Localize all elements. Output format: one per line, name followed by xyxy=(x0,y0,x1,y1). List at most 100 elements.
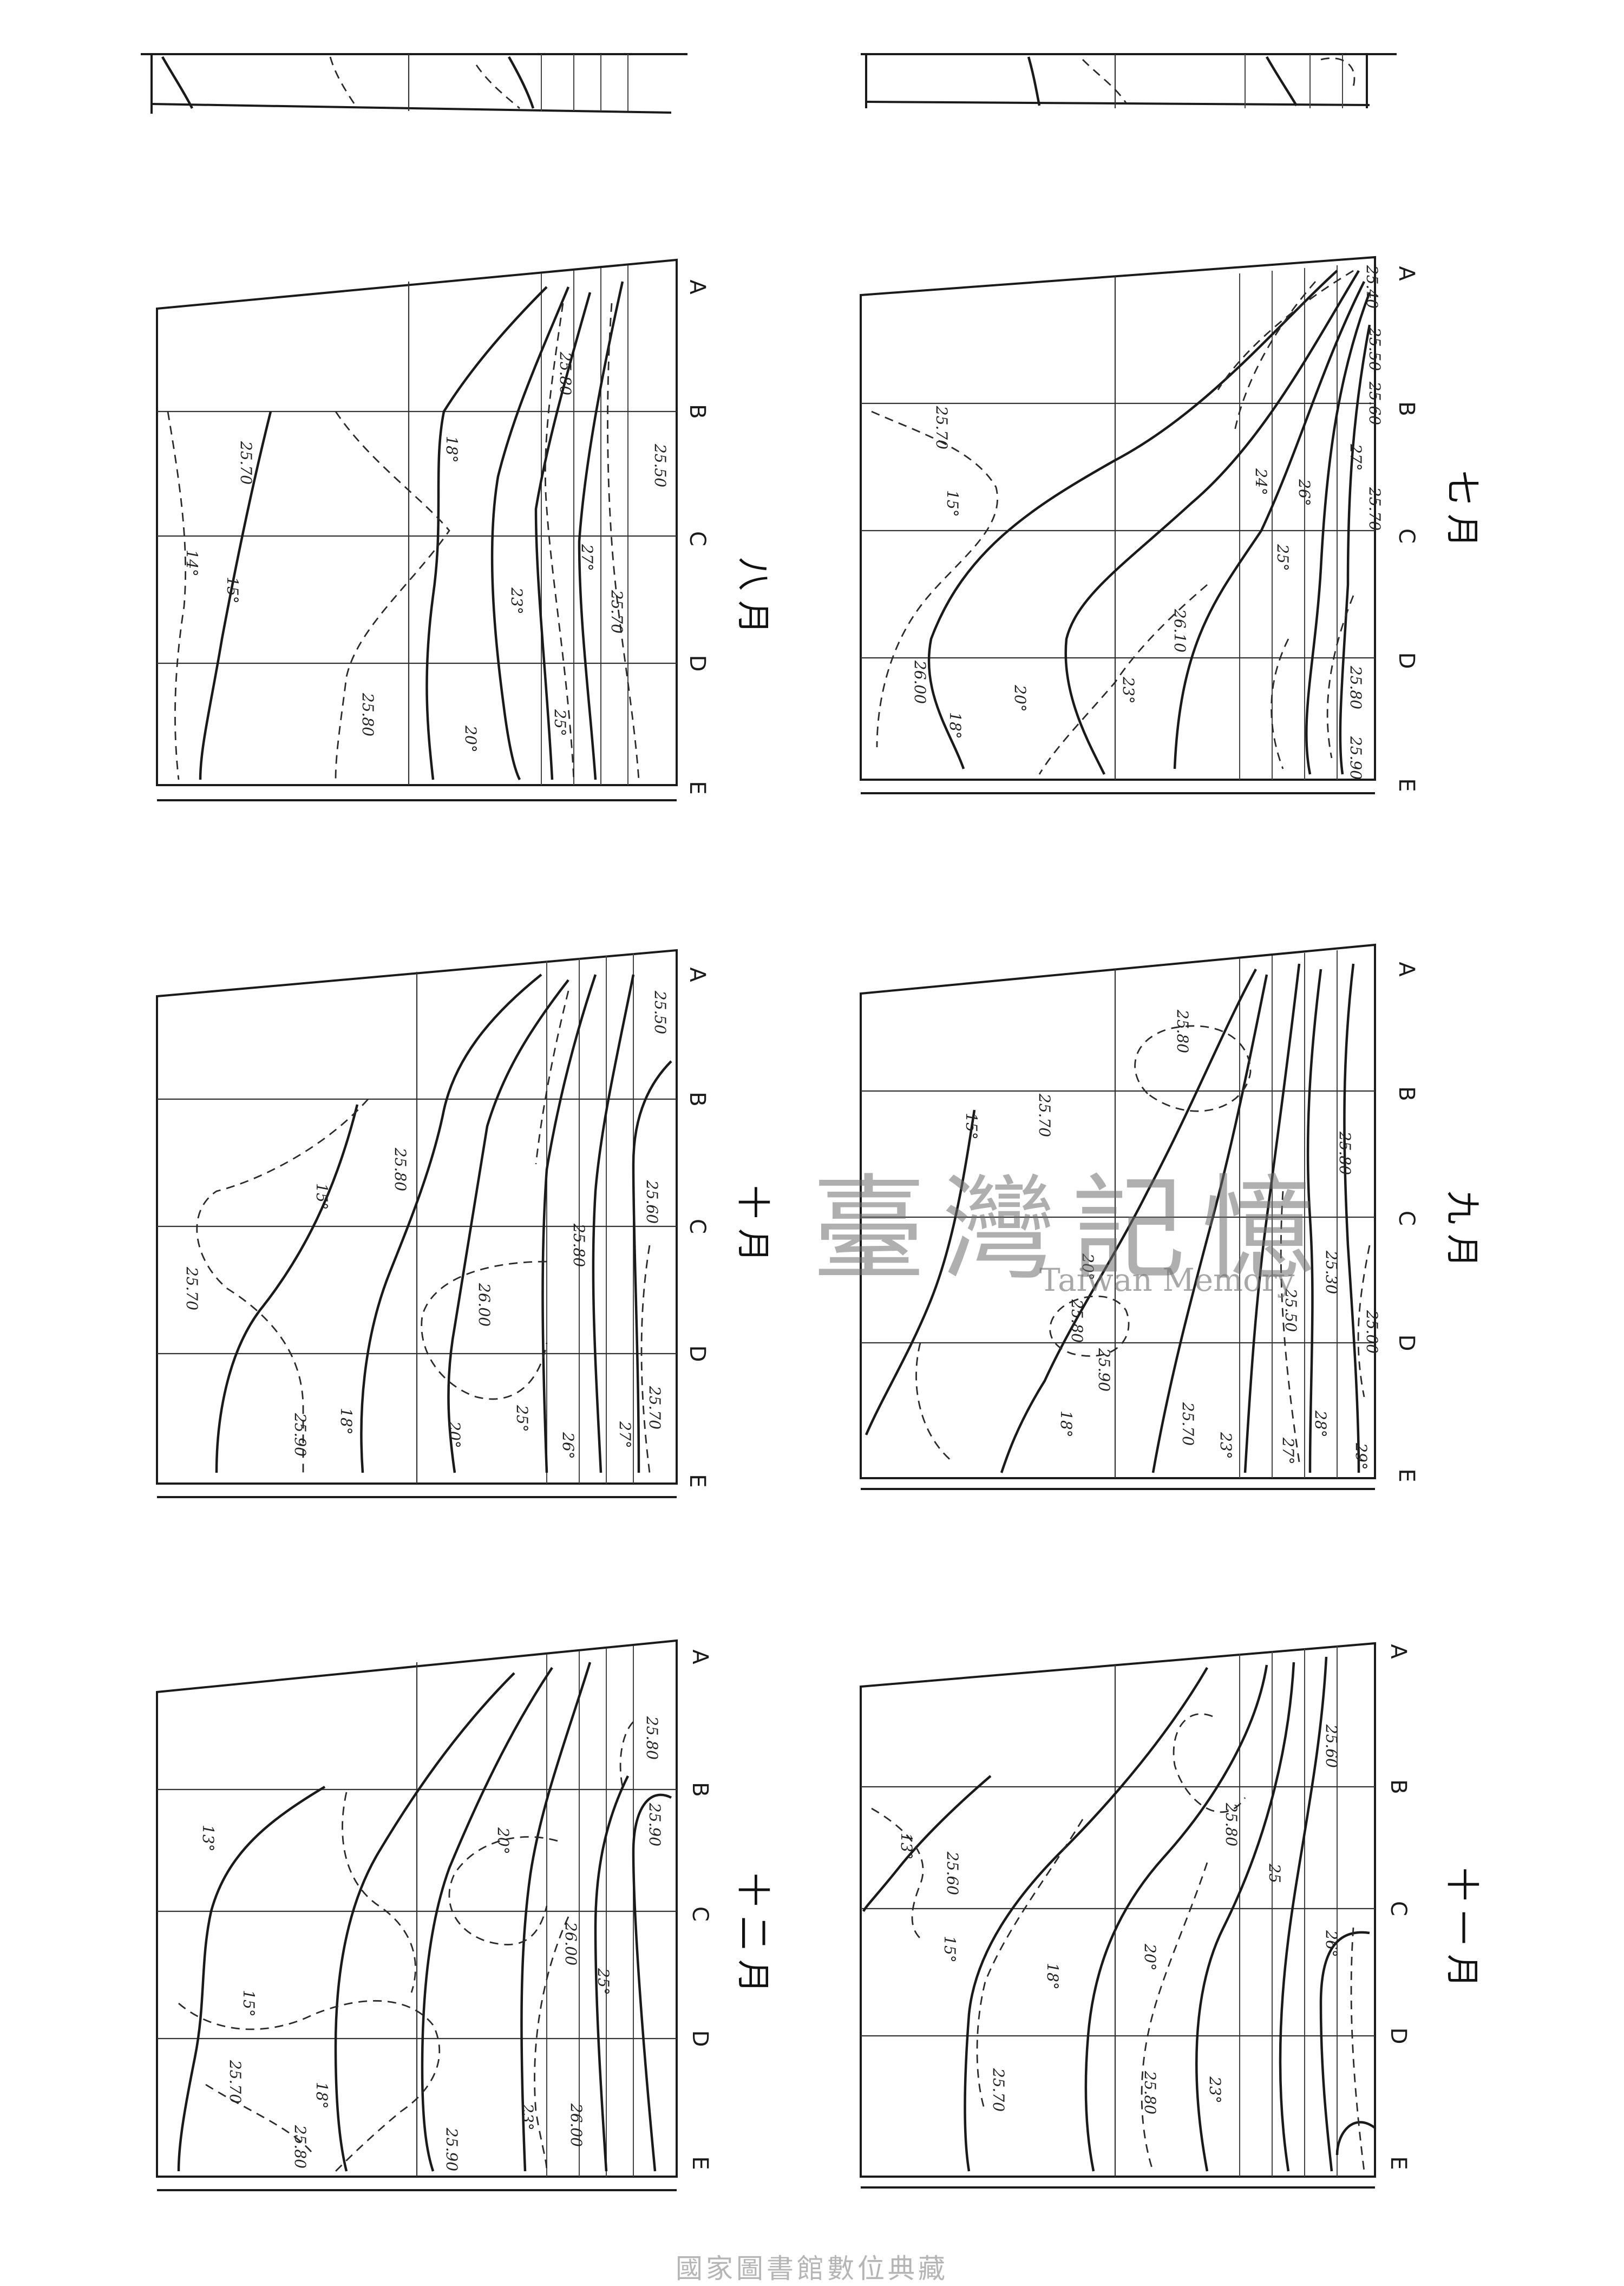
month-title-september: 月 xyxy=(1443,1234,1482,1268)
isotherm-label-october: 25.80 xyxy=(570,1223,588,1267)
isotherm-label-november: 25.60 xyxy=(1322,1724,1340,1768)
isotherm-label-august: 15° xyxy=(224,577,241,604)
isotherm-label-december: 20° xyxy=(494,1827,512,1854)
isotherm-label-december: 25.90 xyxy=(443,2127,461,2171)
station-label-october-c: C xyxy=(685,1219,710,1234)
station-label-october-d: D xyxy=(685,1346,710,1362)
isotherm-label-september: 28° xyxy=(1312,1410,1330,1438)
isotherm-label-november: 25.60 xyxy=(944,1851,961,1895)
isotherm-label-july: 25.70 xyxy=(1366,487,1384,531)
month-title-august: 八 xyxy=(734,557,773,591)
isotherm-label-september: 15° xyxy=(962,1113,980,1140)
isotherm-label-december: 25° xyxy=(594,1968,612,1995)
panel-october xyxy=(156,949,678,1498)
isotherm-label-october: 25.70 xyxy=(646,1386,664,1429)
isotherm-label-september: 25.70 xyxy=(1179,1402,1197,1446)
month-title-october: 十 xyxy=(734,1185,773,1219)
isotherm-label-july: 25.70 xyxy=(933,406,951,449)
station-label-october-e: E xyxy=(685,1474,710,1487)
isotherm-label-july: 27° xyxy=(1347,443,1365,471)
station-label-november-b: B xyxy=(1386,1779,1411,1794)
panel-november xyxy=(860,1642,1376,2189)
top-fragment-left xyxy=(141,53,687,114)
isotherm-label-december: 26.00 xyxy=(567,2103,585,2147)
isotherm-label-august: 25.50 xyxy=(651,443,669,487)
isotherm-label-september: 25.80 xyxy=(1068,1299,1086,1343)
isotherm-label-november: 18° xyxy=(1044,1963,1062,1990)
station-label-october-a: A xyxy=(685,967,710,982)
panel-july xyxy=(860,256,1376,794)
watermark-subtitle: Taiwan Memory xyxy=(1039,1262,1295,1298)
station-label-november-d: D xyxy=(1386,2028,1411,2045)
station-label-august-b: B xyxy=(685,404,710,419)
isotherm-label-september: 20° xyxy=(1079,1253,1097,1281)
station-label-december-b: B xyxy=(687,1782,712,1797)
isotherm-label-september: 25.30 xyxy=(1322,1250,1340,1294)
isotherm-label-september: 25.80 xyxy=(1336,1131,1354,1175)
isotherm-label-november: 25.70 xyxy=(990,2068,1007,2112)
month-title-july: 七 xyxy=(1443,471,1482,504)
station-label-august-e: E xyxy=(685,781,710,794)
isotherm-label-july: 20° xyxy=(1011,684,1029,712)
isotherm-label-october: 25.70 xyxy=(183,1266,201,1310)
isotherm-label-november: 20° xyxy=(1141,1943,1159,1971)
station-label-august-c: C xyxy=(685,531,710,546)
isotherm-label-august: 14° xyxy=(183,550,201,577)
isotherm-label-december: 25.90 xyxy=(646,1802,664,1846)
isotherm-label-december: 25.80 xyxy=(643,1716,661,1760)
isotherm-label-july: 15° xyxy=(944,490,961,517)
station-label-september-d: D xyxy=(1394,1335,1419,1351)
isotherm-label-december: 23° xyxy=(519,2103,536,2131)
isotherm-label-september: 27° xyxy=(1279,1437,1297,1465)
isotherm-label-november: 23° xyxy=(1206,2076,1224,2104)
isotherm-label-august: 18° xyxy=(443,436,461,463)
isotherm-label-november: 13° xyxy=(898,1833,915,1860)
footer-credit: 國家圖書館數位典藏 xyxy=(676,2253,948,2284)
isotherm-label-october: 18° xyxy=(337,1408,355,1435)
isotherm-label-december: 25.70 xyxy=(226,2060,244,2104)
isotherm-label-august: 25° xyxy=(551,709,569,736)
isotherm-label-july: 25.50 xyxy=(1366,327,1384,371)
isotherm-label-november: 25 xyxy=(1266,1863,1284,1883)
isotherm-label-october: 25° xyxy=(513,1405,531,1432)
isotherm-label-october: 15° xyxy=(313,1183,331,1210)
isotherm-label-august: 25.70 xyxy=(237,441,255,485)
isotherm-label-august: 25.70 xyxy=(608,590,626,633)
panel-august xyxy=(156,258,678,801)
isotherm-label-august: 20° xyxy=(462,725,480,753)
month-title-november: 一 xyxy=(1443,1911,1482,1944)
station-label-december-c: C xyxy=(687,1906,712,1922)
isotherm-label-september: 18° xyxy=(1057,1410,1075,1438)
isotherm-label-october: 25.90 xyxy=(291,1413,309,1456)
isotherm-label-july: 26.00 xyxy=(911,660,929,704)
isotherm-label-december: 26.00 xyxy=(562,1922,580,1965)
station-label-november-a: A xyxy=(1386,1644,1411,1659)
month-title-december: 二 xyxy=(734,1916,773,1950)
isotherm-labels: 25.4025.5025.6027°25.7024°26°25°26.1023°… xyxy=(183,265,1384,2171)
isotherm-label-july: 18° xyxy=(946,712,964,739)
month-title-november: 十 xyxy=(1443,1867,1482,1901)
station-label-july-d: D xyxy=(1394,652,1419,669)
station-label-august-a: A xyxy=(685,279,710,295)
isotherm-label-november: 25.80 xyxy=(1222,1802,1240,1846)
isotherm-label-october: 25.80 xyxy=(391,1147,409,1191)
isotherm-label-july: 26° xyxy=(1295,479,1313,506)
month-title-november: 月 xyxy=(1443,1954,1482,1988)
isotherm-label-october: 27° xyxy=(616,1421,634,1448)
station-label-july-b: B xyxy=(1394,401,1419,416)
isotherm-label-september: 25.90 xyxy=(1095,1348,1113,1392)
station-label-november-c: C xyxy=(1386,1901,1411,1916)
isotherm-label-august: 25.80 xyxy=(556,351,574,395)
month-title-july: 月 xyxy=(1443,514,1482,547)
isotherm-label-july: 23° xyxy=(1119,676,1137,704)
isotherm-label-october: 25.60 xyxy=(643,1180,661,1224)
isotherm-label-august: 23° xyxy=(508,587,526,615)
isotherm-label-november: 25.80 xyxy=(1141,2071,1159,2114)
station-label-august-d: D xyxy=(685,655,710,672)
station-label-july-a: A xyxy=(1394,266,1419,281)
isotherm-label-july: 26.10 xyxy=(1171,609,1189,652)
panel-september xyxy=(860,943,1376,1490)
isotherm-label-october: 26.00 xyxy=(475,1283,493,1327)
month-title-august: 月 xyxy=(734,600,773,634)
